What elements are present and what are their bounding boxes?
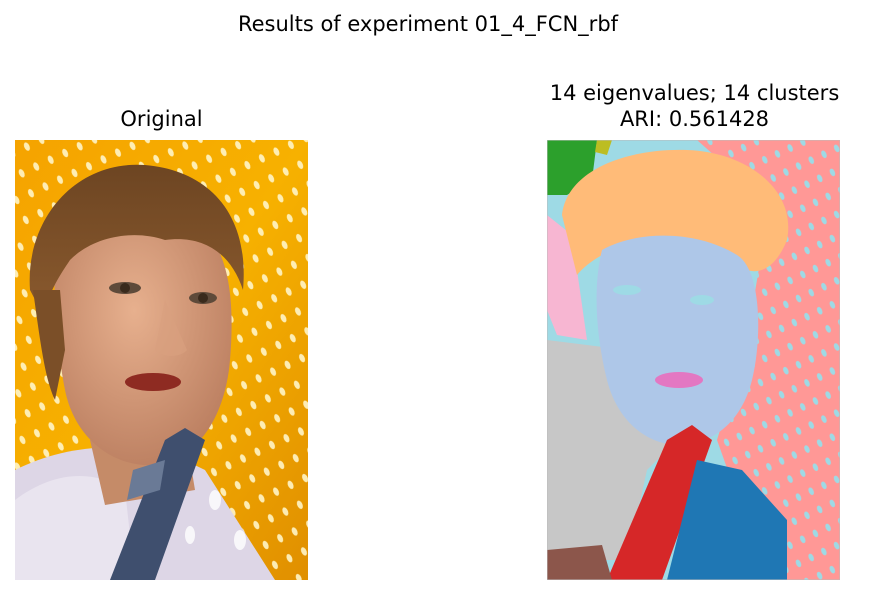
segmentation-drawing <box>547 140 840 580</box>
right-title-line1: 14 eigenvalues; 14 clusters <box>549 81 840 105</box>
right-title-line2: ARI: 0.561428 <box>619 107 770 131</box>
right-panel-title: 14 eigenvalues; 14 clusters ARI: 0.56142… <box>513 80 876 132</box>
original-image-drawing <box>15 140 308 580</box>
original-image <box>15 140 308 580</box>
figure-suptitle: Results of experiment 01_4_FCN_rbf <box>237 12 619 36</box>
segmentation-image <box>547 140 840 580</box>
left-panel-title: Original <box>120 107 203 131</box>
